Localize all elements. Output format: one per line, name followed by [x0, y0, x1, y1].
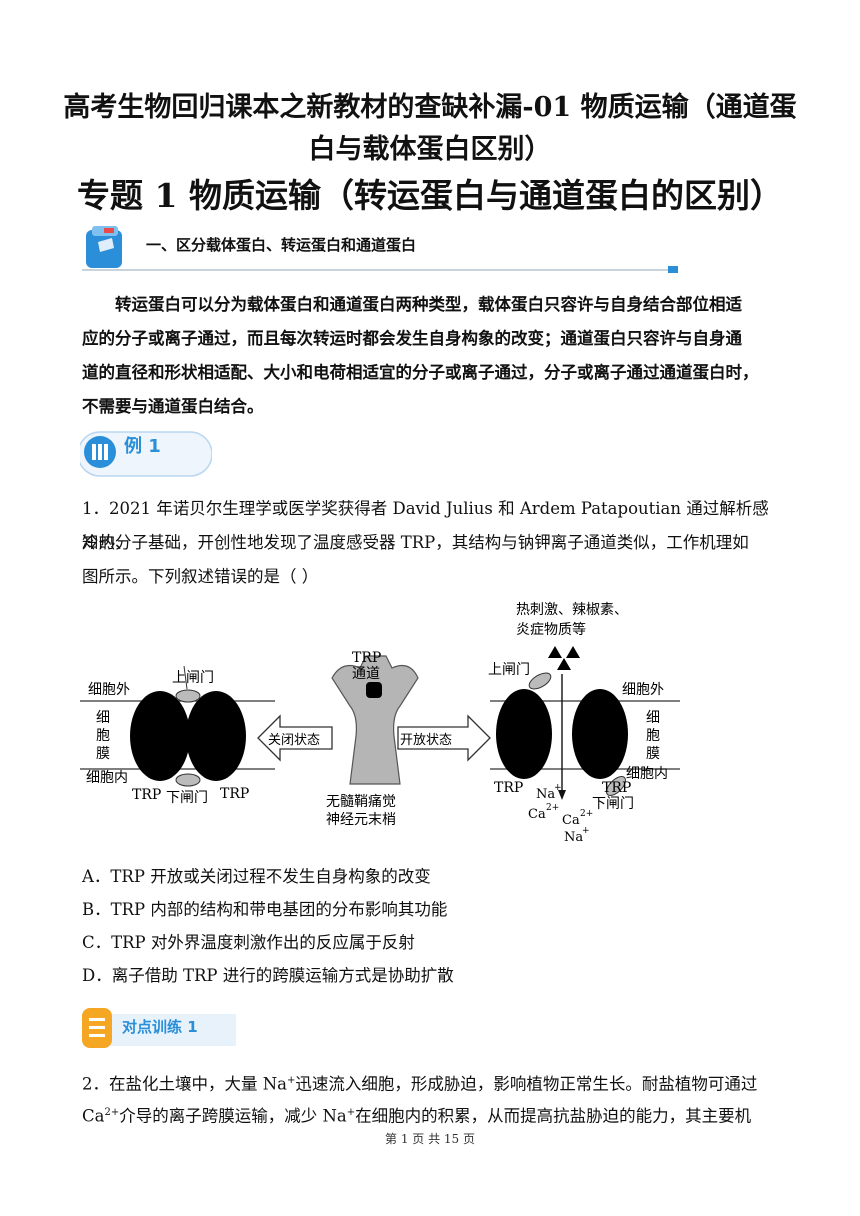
ion-ca-2: Ca — [562, 813, 580, 828]
right-trp-subunit-1 — [496, 689, 552, 779]
right-trp-subunit-2 — [572, 689, 628, 779]
question2-line-1: 2．在盐化土壤中，大量 Na+迅速流入细胞，形成胁迫，影响植物正常生长。耐盐植物… — [82, 1074, 758, 1094]
intro-line-2: 应的分子或离子通过，而且每次转运时都会发生自身构象的改变；通道蛋白只容许与自身通 — [82, 329, 742, 348]
left-lower-gate-label: 下闸门 — [166, 790, 208, 806]
stimulus-triangle-3 — [557, 658, 571, 670]
section-heading-bar: 一、区分载体蛋白、转运蛋白和通道蛋白 — [82, 222, 682, 276]
ion-na-2: Na — [564, 830, 583, 845]
left-trp-label-1: TRP — [132, 787, 161, 803]
right-membrane-char-2: 胞 — [646, 728, 660, 744]
ion-na-1: Na — [536, 787, 555, 802]
ion-na-2-charge: + — [582, 826, 590, 836]
intro-line-1: 转运蛋白可以分为载体蛋白和通道蛋白两种类型，载体蛋白只容许与自身结合部位相适 — [115, 295, 742, 314]
right-upper-gate-label: 上闸门 — [488, 662, 530, 678]
left-trp-subunit-2 — [186, 691, 246, 781]
right-membrane-char-3: 膜 — [646, 746, 660, 762]
center-channel-shape — [366, 682, 382, 698]
stimulus-triangle-1 — [548, 646, 562, 658]
section-heading: 一、区分载体蛋白、转运蛋白和通道蛋白 — [146, 236, 417, 254]
section-book-icon — [82, 226, 678, 273]
center-channel-label: 通道 — [352, 666, 380, 682]
left-upper-gate-shape — [175, 689, 201, 703]
right-trp-label-1: TRP — [494, 780, 523, 796]
ion-ca-1: Ca — [528, 807, 546, 822]
left-membrane-char-1: 细 — [96, 710, 110, 726]
right-lower-gate-label: 下闸门 — [592, 796, 634, 812]
left-membrane-char-2: 胞 — [96, 728, 110, 744]
option-a: A．TRP 开放或关闭过程不发生自身构象的改变 — [82, 867, 431, 886]
left-trp-label-2: TRP — [220, 786, 249, 802]
question1-line-1: 1．2021 年诺贝尔生理学或医学奖获得者 David Julius 和 Ard… — [82, 499, 769, 552]
neuron-ending-shape — [331, 655, 419, 785]
training-tag: 对点训练 1 — [80, 1004, 240, 1048]
left-inside-label: 细胞内 — [86, 770, 128, 786]
topic-title: 专题 1 物质运输（转运蛋白与通道蛋白的区别） — [77, 176, 783, 215]
example-label: 例 1 — [124, 436, 161, 457]
closed-state-label: 关闭状态 — [268, 733, 320, 748]
right-membrane-char-1: 细 — [646, 710, 660, 726]
right-outside-label: 细胞外 — [622, 682, 664, 698]
left-upper-gate-label: 上闸门 — [172, 670, 214, 686]
neuron-label-line1: 无髓鞘痛觉 — [326, 793, 396, 810]
intro-line-3: 道的直径和形状相适配、大小和电荷相适宜的分子或离子通过，分子或离子通过通道蛋白时… — [82, 363, 759, 382]
trp-mechanism-figure: 上闸门 细胞外 细 胞 膜 细胞内 TRP 下闸门 TRP 关闭状态 TRP 通… — [80, 596, 700, 848]
left-membrane-char-3: 膜 — [96, 746, 110, 762]
option-b: B．TRP 内部的结构和带电基团的分布影响其功能 — [82, 900, 448, 919]
right-upper-gate-shape — [528, 672, 552, 690]
document-title-line1: 高考生物回归课本之新教材的查缺补漏-01 物质运输（通道蛋 — [63, 92, 797, 123]
stimulus-triangle-2 — [566, 646, 580, 658]
open-state-label: 开放状态 — [400, 733, 452, 748]
right-trp-label-2: TRP — [602, 780, 631, 796]
question1-line-3: 图所示。下列叙述错误的是（ ） — [82, 567, 319, 586]
training-label: 对点训练 1 — [122, 1018, 198, 1036]
neuron-label-line2: 神经元末梢 — [326, 812, 396, 828]
document-title-line2: 白与载体蛋白区别） — [308, 134, 552, 165]
stimulus-label-line2: 炎症物质等 — [516, 621, 586, 638]
left-trp-subunit-1 — [130, 691, 190, 781]
right-lower-gate-shape — [606, 776, 626, 796]
center-trp-label: TRP — [352, 650, 381, 666]
left-lower-gate-shape — [175, 773, 201, 787]
page-footer: 第 1 页 共 15 页 — [385, 1132, 475, 1146]
option-c: C．TRP 对外界温度刺激作出的反应属于反射 — [82, 933, 415, 952]
example-tag: 例 1 — [77, 430, 213, 477]
left-outside-label: 细胞外 — [88, 682, 130, 698]
stimulus-label-line1: 热刺激、辣椒素、 — [516, 601, 628, 618]
ion-ca-2-charge: 2+ — [580, 809, 593, 819]
open-state-arrow — [397, 714, 491, 762]
ion-na-1-charge: + — [554, 783, 562, 793]
question1-line-2: 冷的分子基础，开创性地发现了温度感受器 TRP，其结构与钠钾离子通道类似，工作机… — [82, 533, 749, 552]
intro-line-4: 不需要与通道蛋白结合。 — [82, 397, 264, 416]
question2-line-2: Ca2+介导的离子跨膜运输，减少 Na+在细胞内的积累，从而提高抗盐胁迫的能力，… — [82, 1106, 752, 1126]
option-d: D．离子借助 TRP 进行的跨膜运输方式是协助扩散 — [82, 966, 454, 985]
ion-ca-1-charge: 2+ — [546, 803, 559, 813]
closed-state-arrow — [257, 714, 333, 762]
right-inside-label: 细胞内 — [626, 766, 668, 782]
